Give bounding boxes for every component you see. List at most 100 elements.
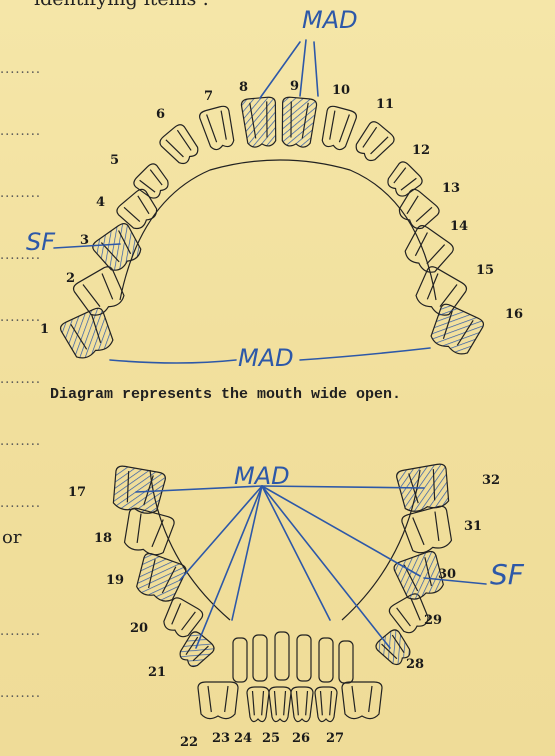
upper-tooth [90,221,145,275]
pen-stroke [300,348,430,360]
tooth-cusp [83,274,116,309]
sf-annotation-left: SF [26,228,56,256]
pen-stroke [314,42,318,96]
lower-tooth [315,687,337,722]
tooth-cusp [133,514,163,548]
tooth-cusp [321,691,332,715]
tooth-outline [198,682,238,719]
lower-tooth [120,507,175,558]
tooth-cusp [169,603,195,631]
lower-tooth [175,630,216,671]
tooth-outline [318,105,357,152]
pen-stroke [180,486,262,580]
upper-tooth-number: 7 [204,89,213,104]
upper-arch [59,97,486,363]
lower-incisor-crown [319,638,333,682]
lower-tooth [198,682,238,719]
lower-tooth-number: 23 [212,731,230,746]
pen-stroke [232,486,262,620]
upper-tooth [158,122,203,168]
upper-tooth-number: 11 [376,97,394,112]
lower-tooth-number: 26 [292,731,310,746]
tooth-outline [59,306,118,362]
tooth-outline [351,119,396,165]
upper-tooth-number: 14 [450,219,468,234]
tooth-cusp [397,599,423,627]
tooth-cusp [207,111,229,143]
upper-tooth-number: 5 [110,153,119,168]
tooth-outline [158,122,203,168]
upper-tooth-number: 9 [290,79,299,94]
lower-tooth-number: 17 [68,485,86,500]
tooth-outline [315,687,337,722]
lower-tooth-number: 24 [234,731,252,746]
pen-stroke [300,40,306,96]
tooth-outline [426,302,485,358]
tooth-outline [401,505,456,556]
lower-tooth-number: 28 [406,657,424,672]
lower-tooth [269,687,291,722]
upper-tooth-number: 6 [156,107,165,122]
lower-tooth-number: 21 [148,665,166,680]
upper-tooth-number: 15 [476,263,494,278]
upper-tooth-number: 13 [442,181,460,196]
upper-tooth [198,105,237,152]
lower-tooth [401,505,456,556]
lower-tooth-number: 32 [482,473,500,488]
upper-tooth [351,119,396,165]
tooth-cusp [413,512,443,546]
lower-incisor-crown [233,638,247,682]
lower-tooth [342,682,382,719]
lower-arch-inner-curve [150,470,420,620]
lower-arch [110,463,456,722]
pen-stroke [110,360,236,363]
tooth-cusp [253,691,264,715]
tooth-outline [279,97,317,148]
upper-tooth-number: 12 [412,143,430,158]
tooth-cusp [352,686,372,712]
tooth-outline [383,159,424,200]
tooth-cusp [327,111,349,143]
upper-tooth [426,302,485,358]
lower-tooth-number: 20 [130,621,148,636]
tooth-outline [291,687,313,722]
tooth-outline [342,682,382,719]
upper-tooth-number: 2 [66,271,75,286]
lower-tooth-number: 25 [262,731,280,746]
lower-tooth [247,687,269,722]
upper-tooth [59,306,118,362]
upper-tooth-number: 10 [332,83,350,98]
upper-tooth-number: 4 [96,195,105,210]
tooth-cusp [297,691,308,715]
tooth-outline [90,221,145,275]
lower-incisor-crown [253,635,267,681]
mad-annotation-middle: MAD [238,344,294,372]
lower-tooth-number: 27 [326,731,344,746]
tooth-outline [198,105,237,152]
upper-tooth-number: 1 [40,322,49,337]
tooth-cusp [424,274,457,309]
lower-tooth-number: 19 [106,573,124,588]
lower-tooth [291,687,313,722]
tooth-outline [269,687,291,722]
diagram-caption: Diagram represents the mouth wide open. [50,386,401,403]
pen-stroke [196,486,262,648]
lower-tooth-number: 22 [180,735,198,750]
upper-tooth [318,105,357,152]
lower-incisor-crown [297,635,311,681]
sf-annotation-right: SF [490,558,525,591]
lower-incisor-crown [339,641,353,683]
tooth-cusp [275,691,286,715]
tooth-cusp [208,686,228,712]
tooth-outline [175,630,216,671]
upper-tooth [383,159,424,200]
tooth-outline [241,97,279,148]
upper-tooth [241,97,279,148]
lower-tooth-number: 31 [464,519,482,534]
upper-tooth-number: 8 [239,80,248,95]
lower-incisor-crown [275,632,289,680]
tooth-outline [247,687,269,722]
mad-annotation-top: MAD [302,6,358,34]
